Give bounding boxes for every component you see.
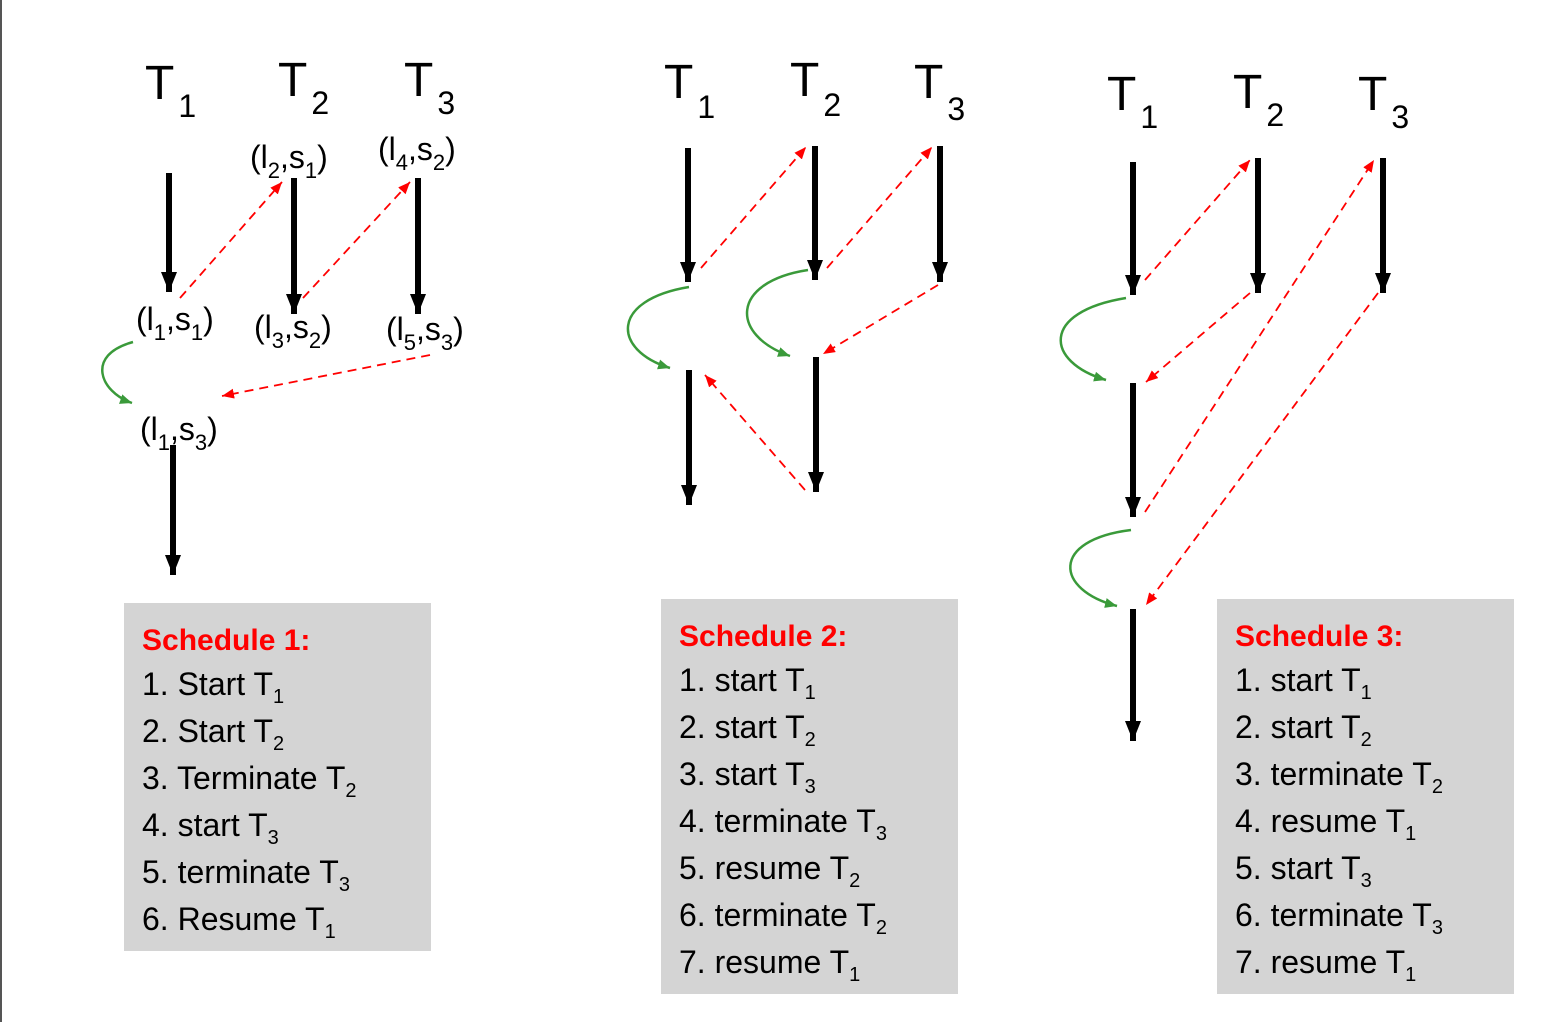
schedule-step: 6. terminate T2 [679,897,887,939]
return-arrow [1145,292,1251,383]
return-arrow [704,374,806,491]
spawn-arrow [179,181,283,299]
schedule-step: 6. Resume T1 [142,901,336,943]
schedule-step: 7. resume T1 [679,944,861,986]
continuation-arrow [746,268,809,358]
schedule-step: 5. start T3 [1235,850,1372,892]
schedule-step: 1. start T1 [679,662,816,704]
lock-label: (l1,s1) [136,301,214,345]
return-arrow [822,284,939,355]
schedule-step: 2. Start T2 [142,713,285,755]
schedule-step: 4. start T3 [142,807,279,849]
schedule-step: 6. terminate T3 [1235,897,1443,939]
lock-label: (l3,s2) [254,309,332,353]
spawn-arrow [826,146,933,269]
schedule-3-box: Schedule 3: 1. start T1 2. start T2 3. t… [1217,599,1514,994]
spawn-arrow [302,181,411,299]
lock-label: (l4,s2) [378,131,456,175]
schedule-step: 2. start T2 [1235,709,1372,751]
schedule-step: 5. terminate T3 [142,854,350,896]
schedule-title: Schedule 1: [142,624,311,657]
return-arrow [221,354,431,399]
schedule-1-box: Schedule 1: 1. Start T1 2. Start T2 3. T… [124,603,431,951]
spawn-arrow [700,146,807,269]
continuation-arrow [101,340,134,405]
spawn-arrow [1144,159,1375,513]
schedule-step: 3. Terminate T2 [142,760,357,802]
lock-label: (l2,s1) [250,139,328,183]
lock-label: (l5,s3) [386,311,464,355]
schedule-step: 5. resume T2 [679,850,861,892]
return-arrow [1145,292,1379,606]
schedule-title: Schedule 2: [679,620,848,653]
schedule-steps: 1. start T1 2. start T2 3. start T3 4. t… [679,657,940,986]
lock-label: (l1,s3) [140,411,218,455]
schedule-step: 2. start T2 [679,709,816,751]
schedule-step: 1. start T1 [1235,662,1372,704]
schedule-step: 3. start T3 [679,756,816,798]
schedule-step: 7. resume T1 [1235,944,1417,986]
spawn-arrow [1144,159,1251,281]
schedule-title: Schedule 3: [1235,620,1404,653]
schedule-step: 4. resume T1 [1235,803,1417,845]
schedule-step: 3. terminate T2 [1235,756,1443,798]
continuation-arrow [1059,296,1127,382]
left-border-line [0,0,2,1022]
schedule-steps: 1. Start T1 2. Start T2 3. Terminate T2 … [142,661,413,943]
schedule-step: 4. terminate T3 [679,803,887,845]
continuation-arrow [1069,528,1132,608]
continuation-arrow [626,285,690,370]
schedule-step: 1. Start T1 [142,666,285,708]
schedule-steps: 1. start T1 2. start T2 3. terminate T2 … [1235,657,1496,986]
schedule-2-box: Schedule 2: 1. start T1 2. start T2 3. s… [661,599,958,994]
